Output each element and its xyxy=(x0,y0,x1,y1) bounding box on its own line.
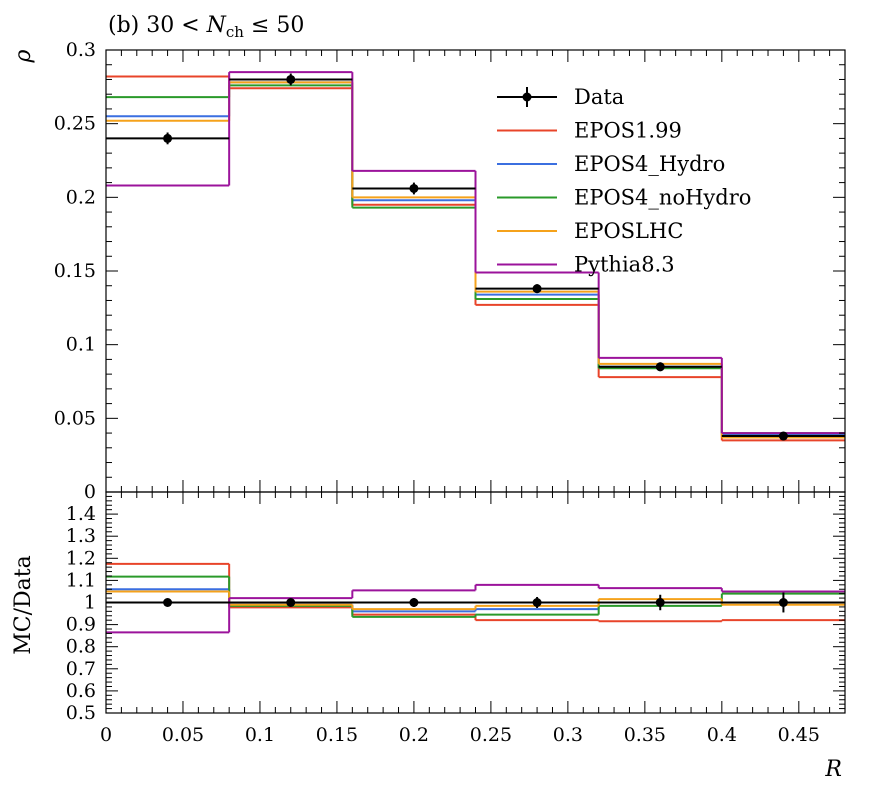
legend-item: EPOS1.99 xyxy=(497,119,682,143)
legend-item: EPOS4_Hydro xyxy=(497,152,725,176)
ratio-pythia8-3 xyxy=(106,583,845,634)
legend-label: EPOSLHC xyxy=(574,219,683,243)
legend-item-data: Data xyxy=(497,85,624,109)
ratio-tick-label: 1.2 xyxy=(66,547,96,569)
ratio-point xyxy=(655,598,665,607)
chart-title: (b) 30 < Nch ≤ 50 xyxy=(108,13,304,41)
x-tick-label: 0.3 xyxy=(553,724,583,746)
data-point xyxy=(532,284,542,294)
legend-label: EPOS4_Hydro xyxy=(574,152,725,176)
data-point xyxy=(409,183,419,193)
ratio-point xyxy=(778,598,788,607)
ratio-panel xyxy=(105,491,846,714)
title-subscript: ch xyxy=(226,23,244,41)
ratio-point xyxy=(532,598,542,607)
ratio-tick-label: 0.9 xyxy=(66,614,96,636)
ratio-point xyxy=(409,598,419,607)
legend-item: EPOS4_noHydro xyxy=(497,186,751,210)
data-point xyxy=(286,74,296,84)
y-axis-label-ratio: MC/Data xyxy=(11,555,36,654)
x-tick-label: 0.05 xyxy=(162,724,204,746)
axes: 0 0.05 0.1 0.15 0.2 0.25 0.3 0.35 0.4 0.45 0 0.05 0.… xyxy=(54,39,846,746)
legend-label: EPOS1.99 xyxy=(574,119,682,143)
ratio-data xyxy=(106,592,845,613)
y-tick-label: 0.05 xyxy=(54,407,96,429)
legend-label: Pythia8.3 xyxy=(574,253,675,277)
y-tick-label: 0.1 xyxy=(66,334,96,356)
data-point xyxy=(778,431,788,441)
x-tick-label: 0 xyxy=(100,724,112,746)
legend-label: EPOS4_noHydro xyxy=(574,186,751,210)
x-tick-label: 0.45 xyxy=(778,724,820,746)
title-variable: N xyxy=(206,13,227,38)
x-tick-label: 0.1 xyxy=(245,724,275,746)
legend: DataEPOS1.99EPOS4_HydroEPOS4_noHydroEPOS… xyxy=(497,85,751,277)
legend-item: EPOSLHC xyxy=(497,219,683,243)
y-tick-label: 0.25 xyxy=(54,113,96,135)
y-tick-label: 0.3 xyxy=(66,39,96,61)
ratio-epos4-nohydro xyxy=(106,575,845,618)
legend-label: Data xyxy=(574,85,624,109)
y-tick-label: 0 xyxy=(84,481,96,503)
data-point xyxy=(163,133,173,143)
ratio-tick-label: 1.1 xyxy=(66,569,96,591)
title-prefix: (b) 30 < xyxy=(108,13,207,38)
legend-item: Pythia8.3 xyxy=(497,253,675,277)
ratio-tick-label: 0.7 xyxy=(66,658,96,680)
x-axis-label: R xyxy=(824,757,842,782)
y-axis-label-main: ρ xyxy=(11,49,36,63)
title-suffix: ≤ 50 xyxy=(244,13,304,38)
ratio-tick-label: 0.8 xyxy=(66,636,96,658)
x-tick-label: 0.25 xyxy=(470,724,512,746)
y-tick-label: 0.2 xyxy=(66,186,96,208)
ratio-point xyxy=(286,598,296,607)
ratio-tick-label: 1.4 xyxy=(66,503,96,525)
ratio-tick-label: 0.6 xyxy=(66,680,96,702)
x-tick-label: 0.2 xyxy=(399,724,429,746)
x-tick-label: 0.4 xyxy=(707,724,737,746)
x-tick-label: 0.15 xyxy=(316,724,358,746)
y-tick-label: 0.15 xyxy=(54,260,96,282)
main-panel xyxy=(105,49,846,493)
legend-swatch-marker xyxy=(522,92,532,102)
data-point xyxy=(655,362,665,372)
ratio-point xyxy=(163,598,173,607)
ratio-epos1-99 xyxy=(106,562,845,623)
x-tick-label: 0.35 xyxy=(624,724,666,746)
ratio-tick-label: 1.3 xyxy=(66,525,96,547)
series-data xyxy=(106,73,845,441)
ratio-tick-label: 1 xyxy=(84,592,96,614)
series-pythia8-3 xyxy=(106,71,845,435)
ratio-tick-label: 0.5 xyxy=(66,702,96,724)
